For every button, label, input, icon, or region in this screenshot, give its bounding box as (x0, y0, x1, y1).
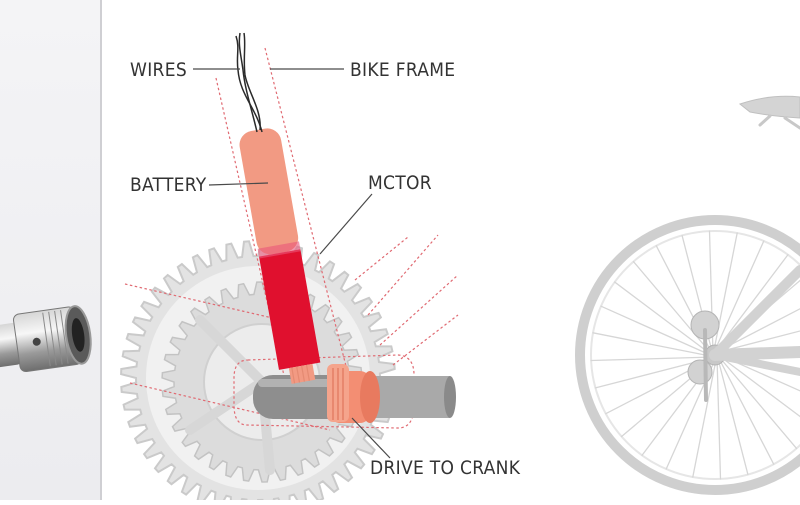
label-battery: BATTERY (130, 174, 207, 196)
wheel-spoke (723, 330, 800, 352)
frame-stays (709, 265, 800, 376)
wheel-spoke (718, 254, 789, 347)
wheel-spoke (722, 308, 800, 350)
wires (235, 32, 263, 133)
wheel-spoke (594, 358, 707, 389)
battery-cell (239, 128, 299, 255)
wheel-spoke (718, 363, 749, 476)
motor-battery-unit (239, 128, 321, 384)
wheel-spoke (590, 356, 706, 362)
label-wires: WIRES (130, 59, 187, 81)
wheel-spoke (692, 364, 716, 478)
motor-body (259, 249, 321, 370)
presta-valve-adapter-image (0, 305, 92, 373)
wheel-spoke (716, 364, 722, 480)
leader-lines (193, 68, 391, 459)
wheel-spoke (600, 305, 706, 354)
label-bike-frame: BIKE FRAME (350, 59, 455, 81)
label-drive-to-crank: DRIVE TO CRANK (370, 457, 521, 479)
side-panel-valve-photo (0, 0, 102, 500)
rear-derailleur (687, 310, 720, 402)
bicycle-illustration (575, 95, 800, 495)
wheel-spoke (592, 332, 706, 356)
chainring-assembly (120, 240, 396, 500)
guide-lines (124, 47, 459, 431)
wheel-spoke (614, 281, 707, 352)
wheel-spoke (716, 240, 765, 346)
saddle (738, 95, 800, 130)
wheel-spoke (720, 362, 775, 465)
wheel-spoke (724, 356, 800, 392)
wheel-spoke (723, 358, 800, 418)
label-motor: MCTOR (368, 172, 432, 194)
wheel-spoke (722, 360, 798, 450)
drive-gear (327, 364, 380, 423)
